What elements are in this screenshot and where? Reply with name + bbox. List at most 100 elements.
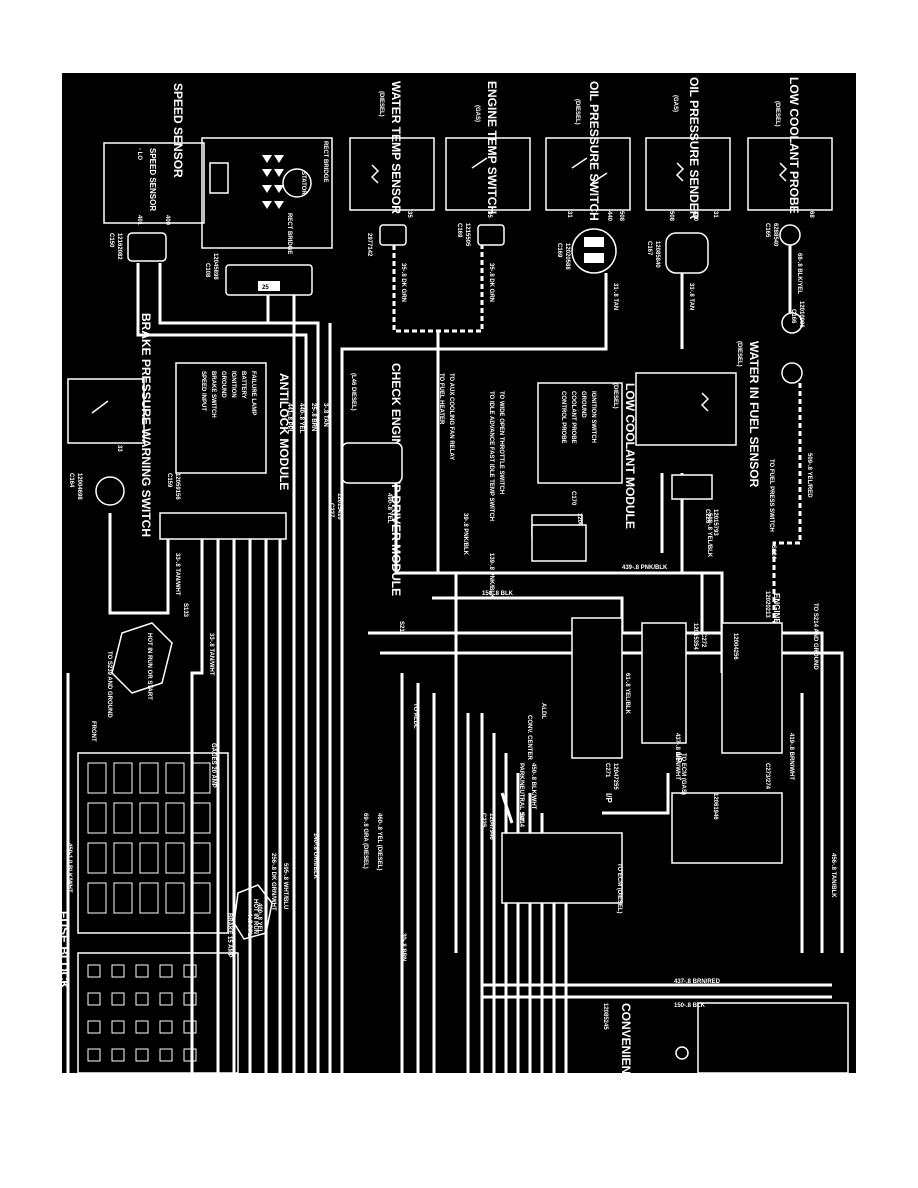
switch-symbol: [471, 157, 488, 169]
wire-label: 25-.8 BRN: [310, 403, 316, 431]
water-temp-sensor-connector-number: 2977142: [366, 233, 372, 257]
to-s239-note: TO S239 AND GROUND: [106, 651, 112, 718]
wire-label: 450-.8 BLK/WHT: [530, 763, 536, 810]
water-temp-sensor-box: [349, 137, 435, 211]
wire-label: 150-.8 BLK: [674, 1003, 706, 1009]
oil-pressure-sender-pin-31: 31: [712, 211, 718, 218]
hot-run-note: HOT IN RUN: [252, 899, 258, 934]
wire-400: [158, 263, 320, 1073]
engine-temp-switch-sub: (GAS): [474, 105, 480, 122]
fuse-brake: BRAKE 15 AMP: [226, 913, 232, 957]
wire-label: 139-.8 PNK/BLK: [488, 553, 494, 599]
fuse-terminal: [159, 1020, 173, 1034]
note-fast-idle: TO IDLE ADVANCE FAST IDLE TEMP SWITCH: [488, 391, 494, 521]
rect-bridge-pin-25-label: 25: [262, 285, 269, 291]
wire-label: 4-.8 PPL: [246, 913, 252, 937]
connector-c272: [641, 622, 687, 744]
c272-ip: I/P: [674, 753, 683, 763]
oil-pressure-switch-connector-number: 12020588: [564, 243, 570, 270]
fuse-terminal: [111, 992, 125, 1006]
wire-label: 61-.8 YEL/BLK: [624, 673, 630, 715]
speed-sensor-connector: [127, 232, 167, 262]
antilock-module-line: IGNITION: [230, 371, 236, 398]
rect-bridge-label-2: RECT BRIDGE: [286, 213, 292, 254]
wire-label: 30-.8 BRN: [400, 933, 406, 961]
engine-temp-switch-title: ENGINE TEMP SWITCH: [485, 81, 499, 214]
convenience-center-box: [697, 1002, 849, 1073]
connector-c225: [501, 832, 623, 904]
connector-c271: [571, 617, 623, 759]
fuse-terminal: [87, 1048, 101, 1062]
stator-coil: [282, 168, 312, 198]
wire-450: [500, 792, 514, 824]
water-in-fuel-sensor: WATER IN FUEL SENSOR (DIESEL) 12010996 C…: [635, 301, 804, 488]
wire-label: 440-.8 YEL: [298, 403, 304, 434]
low-coolant-module: LOW COOLANT MODULE (DIESEL) IGNITION SWI…: [531, 382, 637, 540]
wire-33: [108, 513, 170, 615]
diode: [262, 169, 272, 177]
oil-pressure-sender-title: OIL PRESSURE SENDER: [687, 77, 701, 220]
wire-35: [392, 245, 484, 333]
c126-label: C226: [704, 509, 710, 524]
diode: [274, 155, 284, 163]
low-coolant-probe-connector-id: C165: [764, 223, 770, 238]
diode: [274, 201, 284, 209]
low-coolant-probe-pin: 68: [808, 211, 814, 218]
wire-label: 33-.8 TAN/WHT: [174, 553, 180, 596]
ecm-gas-number: 12061946: [712, 793, 718, 820]
water-temp-sensor-sub: (DIESEL): [378, 91, 384, 117]
wiring-diagram-svg: SPEED SENSOR - LO SPEED SENSOR 401 400 1…: [62, 77, 849, 1073]
oil-pressure-switch-title: OIL PRESSURE SWITCH: [587, 81, 601, 221]
convenience-center-title: CONVENIENCE CENTER: [619, 1003, 633, 1073]
ecm-diesel-label: TO ECM (DIESEL): [616, 863, 622, 914]
wire-label: 595-.8 WHT/BLU: [282, 863, 288, 909]
wiring-diagram: SPEED SENSOR - LO SPEED SENSOR 401 400 1…: [62, 73, 856, 1073]
wire-label: 456-.8 TAN/BLK: [830, 853, 836, 898]
oil-pressure-switch-pin-440: 440: [606, 211, 612, 222]
connector-c170: [531, 524, 587, 562]
fuse-terminal: [159, 992, 173, 1006]
splice-s214: S214: [518, 813, 524, 828]
rect-bridge: STATOR RECT BRIDGE RECT BRIDGE 25 120458…: [201, 137, 333, 296]
note-wide-open: TO WIDE OPEN THROTTLE SWITCH: [498, 391, 504, 494]
antilock-connector: [159, 512, 287, 540]
fuse-block-upper: [77, 752, 229, 934]
engine-temp-switch-connector-id: C169: [456, 223, 462, 238]
wire-label: 150-.8 BLK: [482, 591, 514, 597]
antilock-module-box: [175, 362, 267, 474]
fuse-block-front: FRONT: [90, 721, 96, 742]
wire-harness: [66, 245, 844, 1073]
switch-symbol: [591, 172, 608, 184]
fuse: [191, 762, 211, 794]
convenience-center: CONVENIENCE CENTER 12085245: [602, 1002, 849, 1073]
low-coolant-module-line: GROUND: [580, 391, 586, 418]
hot-run-start-note: HOT IN RUN OR START: [146, 633, 152, 700]
antilock-module: ANTILOCK MODULE FAILURE LAMP BATTERY IGN…: [159, 362, 291, 540]
c126-number: 12015793: [712, 509, 718, 536]
rect-bridge-label: RECT BRIDGE: [322, 141, 328, 182]
water-in-fuel-connector-2: [781, 362, 803, 384]
fuse: [87, 882, 107, 914]
fuse: [139, 802, 159, 834]
splice-s124: S124: [770, 545, 776, 560]
hot-run-burst: [233, 884, 273, 940]
diode: [274, 185, 284, 193]
fuse: [139, 882, 159, 914]
c271-label: C271: [604, 763, 610, 778]
fuse-terminal: [183, 1048, 197, 1062]
note-park-neutral: PARK/NEUTRAL SW: [518, 763, 524, 821]
connector-c273: [721, 622, 783, 754]
fuse: [165, 882, 185, 914]
diode: [274, 169, 284, 177]
fuse-terminal: [111, 964, 125, 978]
wire-35-down: [426, 331, 440, 575]
oil-pressure-switch-pin-box: [584, 253, 604, 263]
antilock-module-line: SPEED INPUT: [200, 371, 206, 411]
note-aldl-2: ALDL: [540, 703, 546, 719]
fuse: [165, 762, 185, 794]
fuse-block-lower: [77, 952, 239, 1073]
low-coolant-probe-box: [747, 137, 833, 211]
splice-s211: S211: [398, 621, 404, 635]
water-in-fuel-sensor-sub: (DIESEL): [736, 341, 742, 367]
fuse: [191, 882, 211, 914]
